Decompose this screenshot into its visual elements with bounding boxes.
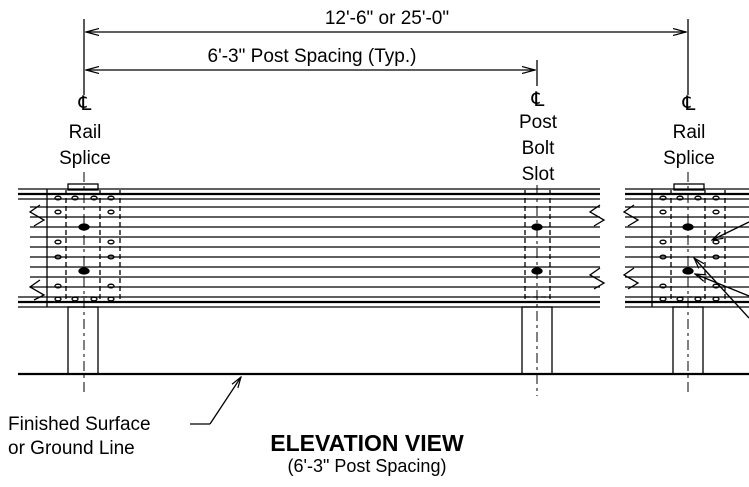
view-title: ELEVATION VIEW — [270, 430, 464, 456]
ground-label-line2: or Ground Line — [8, 438, 135, 459]
centerlines — [83, 172, 689, 396]
overall-dimension-line — [83, 19, 689, 95]
post-bolt-slot-label-line1: Post — [519, 112, 558, 133]
right-splice-label-line2: Splice — [663, 148, 715, 169]
overall-dimension-label: 12'-6" or 25'-0" — [325, 8, 449, 29]
post-spacing-label: 6'-3" Post Spacing (Typ.) — [208, 46, 417, 67]
ground-label-line1: Finished Surface — [8, 414, 151, 435]
post-spacing-dimension-line — [86, 60, 538, 86]
right-splice-label-line1: Rail — [673, 122, 706, 143]
post-bolt-slot-label-line2: Bolt — [522, 138, 555, 159]
left-splice-label-line2: Splice — [59, 148, 111, 169]
left-splice-label-line1: Rail — [69, 122, 102, 143]
view-subtitle: (6'-3" Post Spacing) — [288, 456, 447, 476]
centerline-symbol-right: ℄ — [682, 93, 696, 115]
post-bolt-slot-label-line3: Slot — [522, 164, 555, 185]
ground-leader — [190, 377, 241, 425]
centerline-symbol-left: ℄ — [78, 93, 92, 115]
callout-leaders — [694, 221, 749, 319]
centerline-symbol-mid: ℄ — [531, 89, 545, 111]
posts — [67, 306, 704, 375]
left-rail-segment — [18, 183, 606, 308]
